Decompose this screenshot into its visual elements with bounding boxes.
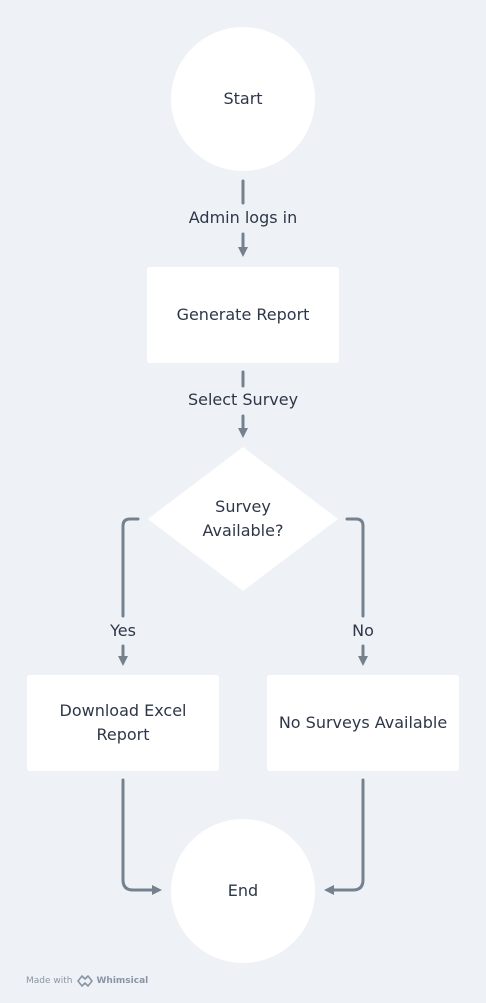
edge-label-yes: Yes <box>108 621 138 641</box>
edge-no <box>345 517 365 618</box>
decision-diamond-shape <box>148 447 338 591</box>
whimsical-brand-label: Whimsical <box>96 976 149 986</box>
edge-download-end <box>121 778 162 895</box>
start-label: Start <box>223 89 263 108</box>
start-node: Start <box>171 27 315 171</box>
generate-report-label: Generate Report <box>176 305 310 324</box>
download-label-line1: Download Excel <box>59 701 187 720</box>
generate-report-node: Generate Report <box>147 267 339 363</box>
no-surveys-available-node: No Surveys Available <box>267 675 459 771</box>
edge-nosurveys-end <box>324 778 365 895</box>
edge-label-admin-logs-in: Admin logs in <box>186 208 300 228</box>
no-surveys-label: No Surveys Available <box>278 713 448 732</box>
survey-available-decision: Survey Available? <box>163 495 323 543</box>
decision-label-line2: Available? <box>202 521 284 540</box>
edge-label-no: No <box>350 621 376 641</box>
end-label: End <box>227 881 259 900</box>
whimsical-logo-icon <box>76 975 93 987</box>
download-excel-report-node: Download Excel Report <box>27 675 219 771</box>
made-with-whimsical-footer[interactable]: Made with Whimsical <box>26 975 148 987</box>
decision-label-line1: Survey <box>215 497 271 516</box>
edge-yes <box>121 517 140 618</box>
download-label-line2: Report <box>96 725 150 744</box>
edge-label-select-survey: Select Survey <box>185 390 301 410</box>
end-node: End <box>171 819 315 963</box>
made-with-label: Made with <box>26 976 73 986</box>
